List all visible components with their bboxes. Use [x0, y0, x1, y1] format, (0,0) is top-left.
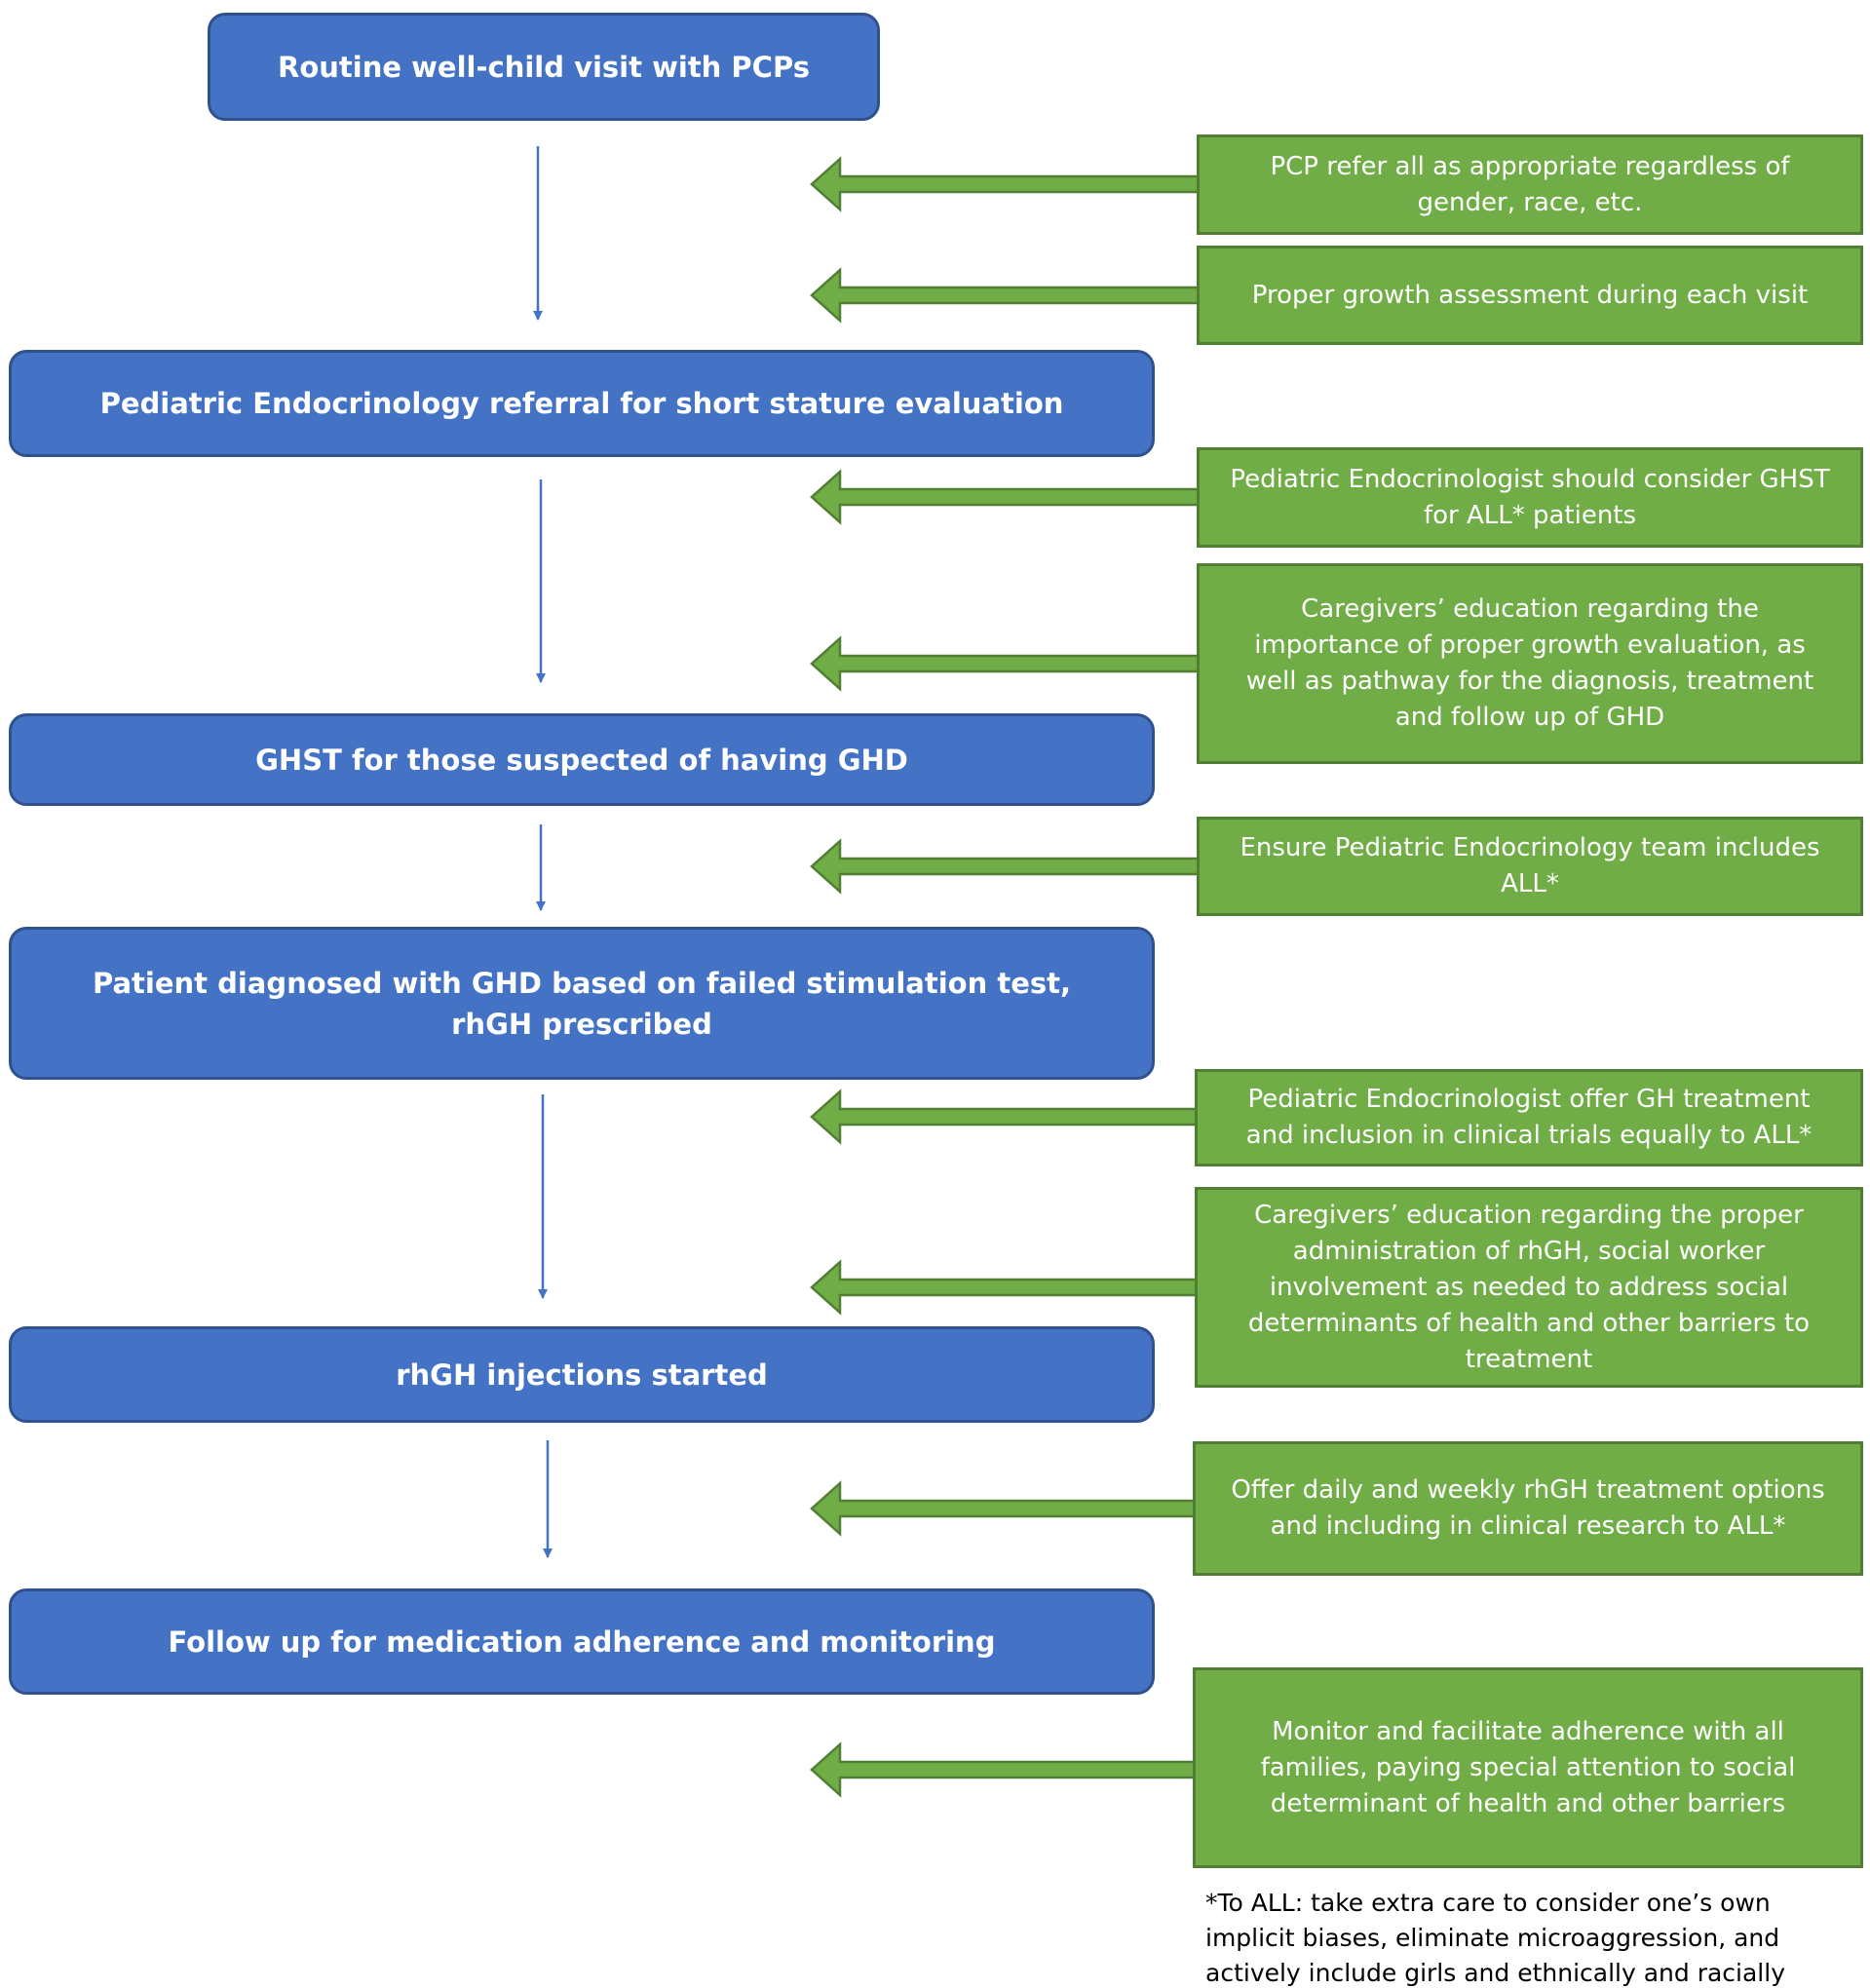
step-ghd-diagnosis: Patient diagnosed with GHD based on fail…: [9, 927, 1155, 1080]
note-consider-ghst: Pediatric Endocrinologist should conside…: [1197, 447, 1863, 548]
green-arrow: [810, 1480, 1197, 1537]
footnote: *To ALL: take extra care to consider one…: [1205, 1889, 1785, 1987]
note-monitor-adherence: Monitor and facilitate adherence with al…: [1193, 1667, 1863, 1868]
step-ghst: GHST for those suspected of having GHD: [9, 713, 1155, 806]
note-offer-treatment-trials: Pediatric Endocrinologist offer GH treat…: [1195, 1069, 1863, 1166]
step-endocrinology-referral: Pediatric Endocrinology referral for sho…: [9, 350, 1155, 457]
green-arrow: [810, 156, 1201, 212]
green-arrow: [810, 469, 1201, 525]
green-arrow: [810, 1089, 1199, 1145]
note-caregiver-education-evaluation: Caregivers’ education regarding the impo…: [1197, 563, 1863, 764]
note-team-includes-all: Ensure Pediatric Endocrinology team incl…: [1197, 817, 1863, 916]
green-arrow: [810, 838, 1201, 895]
green-arrow: [810, 1741, 1197, 1798]
note-pcp-refer-all: PCP refer all as appropriate regardless …: [1197, 134, 1863, 235]
step-well-child-visit: Routine well-child visit with PCPs: [208, 13, 880, 121]
green-arrow: [810, 635, 1201, 692]
green-arrow: [810, 1259, 1199, 1316]
note-caregiver-education-administration: Caregivers’ education regarding the prop…: [1195, 1187, 1863, 1388]
note-growth-assessment: Proper growth assessment during each vis…: [1197, 246, 1863, 345]
note-treatment-options: Offer daily and weekly rhGH treatment op…: [1193, 1441, 1863, 1576]
step-rhgh-started: rhGH injections started: [9, 1326, 1155, 1423]
step-follow-up: Follow up for medication adherence and m…: [9, 1588, 1155, 1695]
green-arrow: [810, 267, 1201, 324]
